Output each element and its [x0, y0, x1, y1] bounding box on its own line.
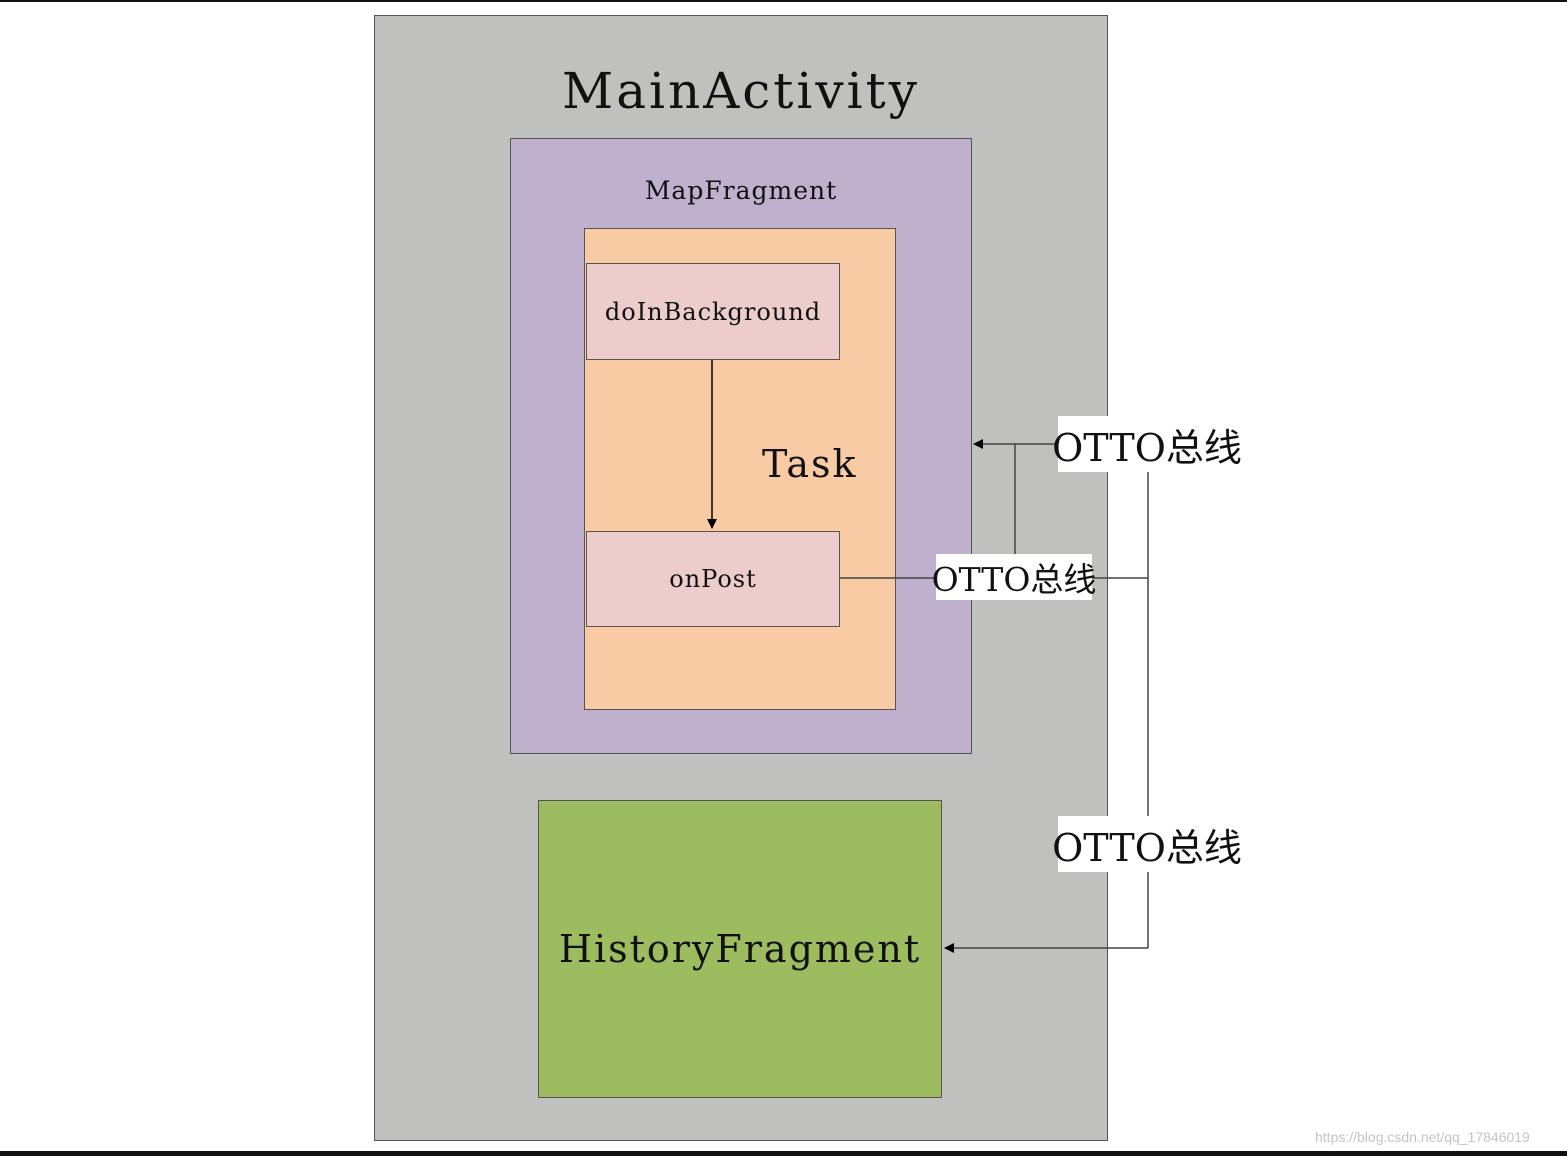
otto-bus-label-history: OTTO总线 — [1052, 816, 1242, 872]
task-title: Task — [762, 442, 858, 486]
main-activity-title: MainActivity — [562, 62, 920, 120]
on-post-box: onPost — [586, 531, 840, 627]
history-fragment-box: HistoryFragment — [538, 800, 942, 1098]
otto-bus-label-map: OTTO总线 — [1052, 416, 1242, 472]
watermark-url: https://blog.csdn.net/qq_17846019 — [1315, 1129, 1530, 1145]
on-post-label: onPost — [669, 565, 757, 593]
do-in-background-label: doInBackground — [604, 297, 822, 326]
top-border — [0, 0, 1567, 2]
bottom-border — [0, 1151, 1567, 1156]
otto-bus-label-on-post: OTTO总线 — [932, 554, 1096, 600]
do-in-background-box: doInBackground — [586, 263, 840, 360]
map-fragment-title: MapFragment — [644, 176, 838, 205]
history-fragment-label: HistoryFragment — [558, 927, 922, 971]
